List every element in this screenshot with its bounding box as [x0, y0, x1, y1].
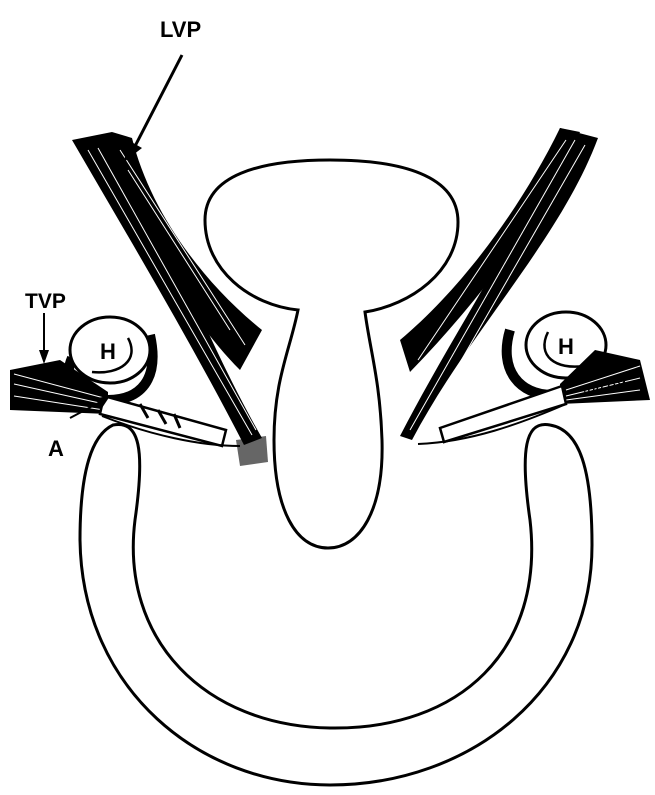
lvp-arrow [124, 55, 182, 162]
label-a: A [48, 436, 64, 461]
label-h-right: H [558, 334, 574, 359]
label-lvp: LVP [160, 17, 201, 42]
tvp-arrow [39, 313, 49, 364]
label-h-left: H [100, 339, 116, 364]
label-tvp: TVP [25, 290, 66, 313]
